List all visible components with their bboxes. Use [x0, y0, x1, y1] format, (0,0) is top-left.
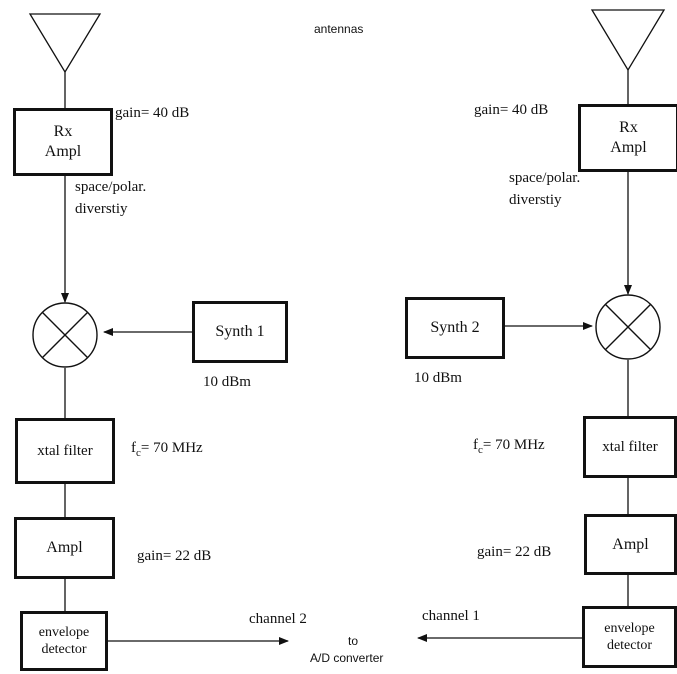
fc-right-value: = 70 MHz [482, 437, 545, 453]
ampl-right: Ampl [584, 514, 677, 575]
xtal-filter-right-label: xtal filter [602, 438, 658, 455]
diversity-right-line2: diverstiy [509, 192, 562, 208]
diversity-left-line2: diverstiy [75, 201, 128, 217]
detector-right-line2: detector [606, 638, 653, 653]
fc-left-symbol: f [131, 440, 136, 456]
detector-right-line1: envelope [604, 620, 655, 636]
rx-gain-left: gain= 40 dB [115, 105, 190, 121]
synth-1-label: Synth 1 [215, 323, 265, 340]
rx-ampl-left-line2: Ampl [44, 143, 82, 160]
rx-ampl-right-line1: Rx [619, 119, 638, 136]
envelope-detector-left: envelope detector [20, 611, 108, 671]
ampl-left-label: Ampl [46, 539, 83, 556]
antenna-left-icon [28, 13, 102, 74]
ampl-right-label: Ampl [612, 535, 649, 553]
detector-left-line2: detector [41, 642, 87, 657]
fc-right-symbol: f [473, 437, 478, 453]
mixer-left-icon [32, 302, 98, 368]
envelope-detector-right: envelope detector [582, 606, 677, 668]
diversity-right: space/polar. diverstiy [509, 167, 580, 211]
fc-left-sub: c [136, 447, 141, 459]
synth-1-block: Synth 1 [192, 301, 288, 363]
diversity-left: space/polar. diverstiy [75, 176, 146, 220]
synth-1-power: 10 dBm [203, 374, 251, 390]
rx-gain-right: gain= 40 dB [474, 102, 549, 118]
diversity-left-line1: space/polar. [75, 179, 147, 195]
synth-2-power: 10 dBm [414, 370, 462, 386]
rx-ampl-right-line2: Ampl [610, 139, 647, 156]
fc-right: fc= 70 MHz [473, 436, 545, 457]
ampl-gain-right: gain= 22 dB [477, 544, 552, 560]
xtal-filter-left-label: xtal filter [37, 442, 93, 459]
detector-left-line1: envelope [38, 624, 90, 640]
xtal-filter-right: xtal filter [583, 416, 677, 478]
channel-2-label: channel 2 [249, 611, 307, 627]
antenna-right-icon [590, 9, 666, 72]
ad-converter-label: A/D converter [310, 651, 384, 665]
synth-2-block: Synth 2 [405, 297, 505, 359]
mixer-right-icon [595, 294, 661, 360]
diversity-right-line1: space/polar. [509, 170, 581, 186]
ampl-left: Ampl [14, 517, 115, 579]
antennas-label: antennas [314, 22, 364, 36]
xtal-filter-left: xtal filter [15, 418, 115, 484]
synth-2-label: Synth 2 [430, 319, 480, 336]
rx-ampl-left-line1: Rx [53, 123, 73, 140]
ampl-gain-left: gain= 22 dB [137, 548, 212, 564]
to-label: to [348, 634, 359, 648]
fc-left-value: = 70 MHz [140, 440, 203, 456]
fc-left: fc= 70 MHz [131, 439, 203, 460]
fc-right-sub: c [478, 444, 483, 456]
channel-1-label: channel 1 [422, 608, 480, 624]
